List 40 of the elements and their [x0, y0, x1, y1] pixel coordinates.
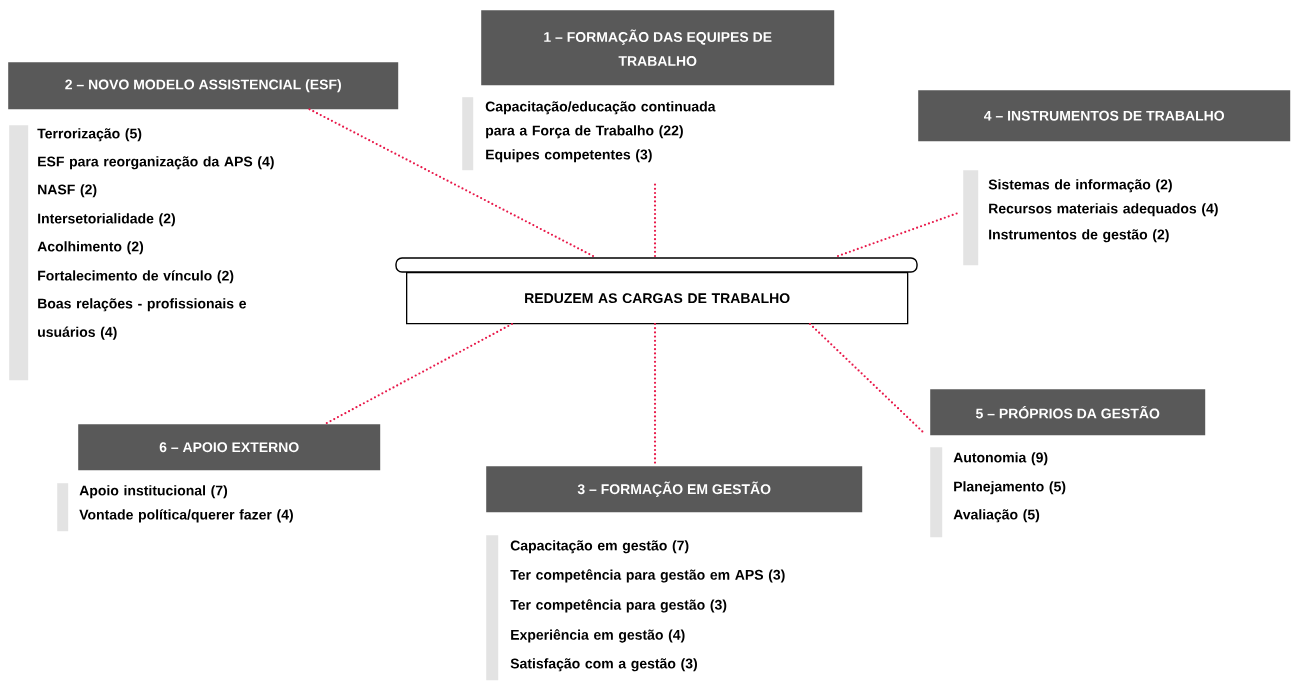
list-item: Apoio institucional (7) — [79, 485, 228, 499]
category-header: 3 – FORMAÇÃO EM GESTÃO — [486, 466, 863, 513]
item-list — [486, 535, 785, 681]
list-item: Ter competência para gestão (3) — [510, 599, 727, 613]
category-header: 1 – FORMAÇÃO DAS EQUIPES DE TRABALHO — [481, 10, 835, 86]
item-list — [57, 483, 293, 532]
list-item: Vontade política/querer fazer (4) — [79, 509, 293, 523]
list-item: Planejamento (5) — [954, 481, 1066, 495]
category-header: 2 – NOVO MODELO ASSISTENCIAL (ESF) — [8, 62, 399, 110]
item-list — [9, 125, 274, 381]
list-item: Sistemas de informação (2) — [988, 179, 1172, 193]
item-list — [462, 97, 716, 171]
connector-line — [323, 322, 514, 426]
list-item: Equipes competentes (3) — [486, 149, 652, 163]
list-item: Recursos materiais adequados (4) — [989, 203, 1218, 217]
item-list — [930, 447, 1066, 538]
list-item: Satisfação com a gestão (3) — [510, 658, 697, 672]
list-item: Acolhimento (2) — [37, 241, 144, 255]
connector-line — [653, 322, 657, 467]
category-header: 6 – APOIO EXTERNO — [78, 424, 381, 471]
list-item: Capacitação/educação continuada para a Força de Trabalho (22) — [485, 101, 716, 139]
list-item: ESF para reorganização da APS (4) — [38, 156, 274, 170]
connector-line — [653, 181, 657, 258]
category-header: 5 – PRÓPRIOS DA GESTÃO — [930, 389, 1206, 436]
list-item: Capacitação em gestão (7) — [510, 540, 689, 554]
list-item: Terrorização (5) — [37, 128, 142, 142]
list-item: Ter competência para gestão em APS (3) — [510, 569, 785, 583]
list-item: Fortalecimento de vínculo (2) — [38, 270, 234, 284]
target-box: REDUZEM AS CARGAS DE TRABALHO — [395, 257, 918, 325]
list-item: NASF (2) — [38, 184, 97, 198]
list-item: Autonomia (9) — [953, 452, 1048, 466]
list-item: Experiência em gestão (4) — [511, 629, 685, 643]
list-item: Avaliação (5) — [953, 509, 1040, 523]
category-header: 4 – INSTRUMENTOS DE TRABALHO — [918, 90, 1291, 142]
connector-line — [307, 107, 595, 258]
list-item: Boas relações - profissionais e usuários (4) — [38, 298, 246, 340]
list-item: Intersetorialidade (2) — [38, 213, 175, 227]
list-item: Instrumentos de gestão (2) — [989, 229, 1169, 243]
connector-line — [836, 211, 960, 258]
item-list — [963, 170, 1218, 266]
